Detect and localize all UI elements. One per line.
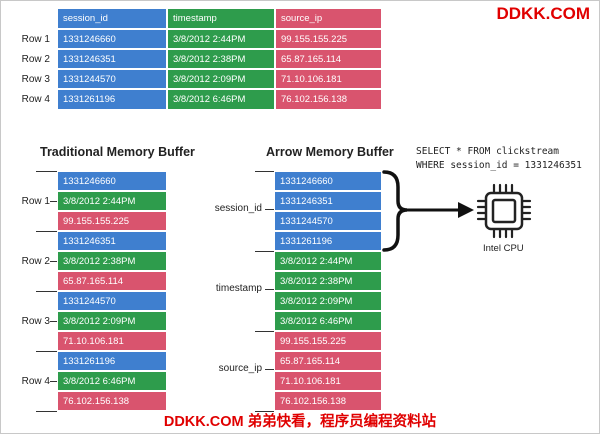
- table-row-label: Row 2: [21, 54, 50, 65]
- watermark-top: DDKK.COM: [496, 4, 591, 23]
- table-cell-session-id: 1331244570: [57, 69, 167, 89]
- arrow-cell-timestamp: 3/8/2012 6:46PM: [274, 311, 382, 331]
- arrow-column-label: session_id: [214, 203, 262, 214]
- header-source-ip: source_ip: [275, 8, 382, 29]
- table-cell-timestamp: 3/8/2012 2:38PM: [167, 49, 275, 69]
- row-divider: [36, 231, 57, 232]
- arrow-column-label: source_ip: [218, 363, 262, 374]
- row-divider: [36, 351, 57, 352]
- traditional-cell-timestamp: 3/8/2012 6:46PM: [57, 371, 167, 391]
- row-tick: [50, 321, 57, 322]
- arrow-cell-source-ip: 65.87.165.114: [274, 351, 382, 371]
- arrow-cell-source-ip: 99.155.155.225: [274, 331, 382, 351]
- arrow-buffer-title: Arrow Memory Buffer: [266, 145, 394, 159]
- column-tick: [265, 369, 274, 370]
- query-line-1: SELECT * FROM clickstream: [416, 146, 559, 157]
- table-cell-session-id: 1331261196: [57, 89, 167, 110]
- table-row-label: Row 3: [21, 74, 50, 85]
- traditional-row-label: Row 2: [21, 256, 50, 267]
- row-divider: [36, 291, 57, 292]
- arrow-cell-timestamp: 3/8/2012 2:09PM: [274, 291, 382, 311]
- column-divider: [255, 171, 274, 172]
- column-tick: [265, 209, 274, 210]
- row-divider: [36, 171, 57, 172]
- table-cell-timestamp: 3/8/2012 2:44PM: [167, 29, 275, 49]
- arrow-cell-timestamp: 3/8/2012 2:38PM: [274, 271, 382, 291]
- watermark-bottom: DDKK.COM 弟弟快看，程序员编程资料站: [163, 414, 437, 430]
- traditional-row-label: Row 1: [21, 196, 50, 207]
- traditional-cell-timestamp: 3/8/2012 2:44PM: [57, 191, 167, 211]
- table-cell-timestamp: 3/8/2012 6:46PM: [167, 89, 275, 110]
- table-cell-source-ip: 76.102.156.138: [275, 89, 382, 110]
- header-session-id: session_id: [57, 8, 167, 29]
- curly-brace-icon: [382, 170, 408, 252]
- arrow-cell-session-id: 1331261196: [274, 231, 382, 251]
- header-timestamp: timestamp: [167, 8, 275, 29]
- traditional-cell-source-ip: 76.102.156.138: [57, 391, 167, 411]
- arrow-cell-source-ip: 76.102.156.138: [274, 391, 382, 411]
- traditional-cell-session-id: 1331261196: [57, 351, 167, 371]
- arrow-head-icon: [458, 202, 474, 218]
- traditional-row-label: Row 4: [21, 376, 50, 387]
- traditional-row-label: Row 3: [21, 316, 50, 327]
- column-divider: [255, 331, 274, 332]
- row-tick: [50, 201, 57, 202]
- query-line-2: WHERE session_id = 1331246351: [416, 160, 582, 171]
- traditional-cell-source-ip: 71.10.106.181: [57, 331, 167, 351]
- table-row-label: Row 4: [21, 94, 50, 105]
- arrow-cell-session-id: 1331246351: [274, 191, 382, 211]
- arrow-cell-timestamp: 3/8/2012 2:44PM: [274, 251, 382, 271]
- column-divider: [255, 411, 274, 412]
- traditional-cell-timestamp: 3/8/2012 2:38PM: [57, 251, 167, 271]
- row-tick: [50, 381, 57, 382]
- traditional-cell-source-ip: 99.155.155.225: [57, 211, 167, 231]
- row-divider: [36, 411, 57, 412]
- traditional-buffer-title: Traditional Memory Buffer: [40, 145, 195, 159]
- column-divider: [255, 251, 274, 252]
- cpu-chip-icon: [476, 183, 532, 239]
- table-cell-source-ip: 99.155.155.225: [275, 29, 382, 49]
- table-cell-timestamp: 3/8/2012 2:09PM: [167, 69, 275, 89]
- table-cell-session-id: 1331246660: [57, 29, 167, 49]
- row-tick: [50, 261, 57, 262]
- table-row-label: Row 1: [21, 34, 50, 45]
- traditional-cell-timestamp: 3/8/2012 2:09PM: [57, 311, 167, 331]
- traditional-cell-session-id: 1331244570: [57, 291, 167, 311]
- traditional-cell-session-id: 1331246660: [57, 171, 167, 191]
- arrow-cell-session-id: 1331244570: [274, 211, 382, 231]
- table-cell-source-ip: 71.10.106.181: [275, 69, 382, 89]
- arrow-cell-source-ip: 71.10.106.181: [274, 371, 382, 391]
- brace-arrow: [382, 170, 474, 252]
- arrow-column-label: timestamp: [215, 283, 262, 294]
- table-cell-session-id: 1331246351: [57, 49, 167, 69]
- column-tick: [265, 289, 274, 290]
- cpu-label: Intel CPU: [483, 243, 524, 254]
- traditional-cell-source-ip: 65.87.165.114: [57, 271, 167, 291]
- table-cell-source-ip: 65.87.165.114: [275, 49, 382, 69]
- arrow-cell-session-id: 1331246660: [274, 171, 382, 191]
- traditional-cell-session-id: 1331246351: [57, 231, 167, 251]
